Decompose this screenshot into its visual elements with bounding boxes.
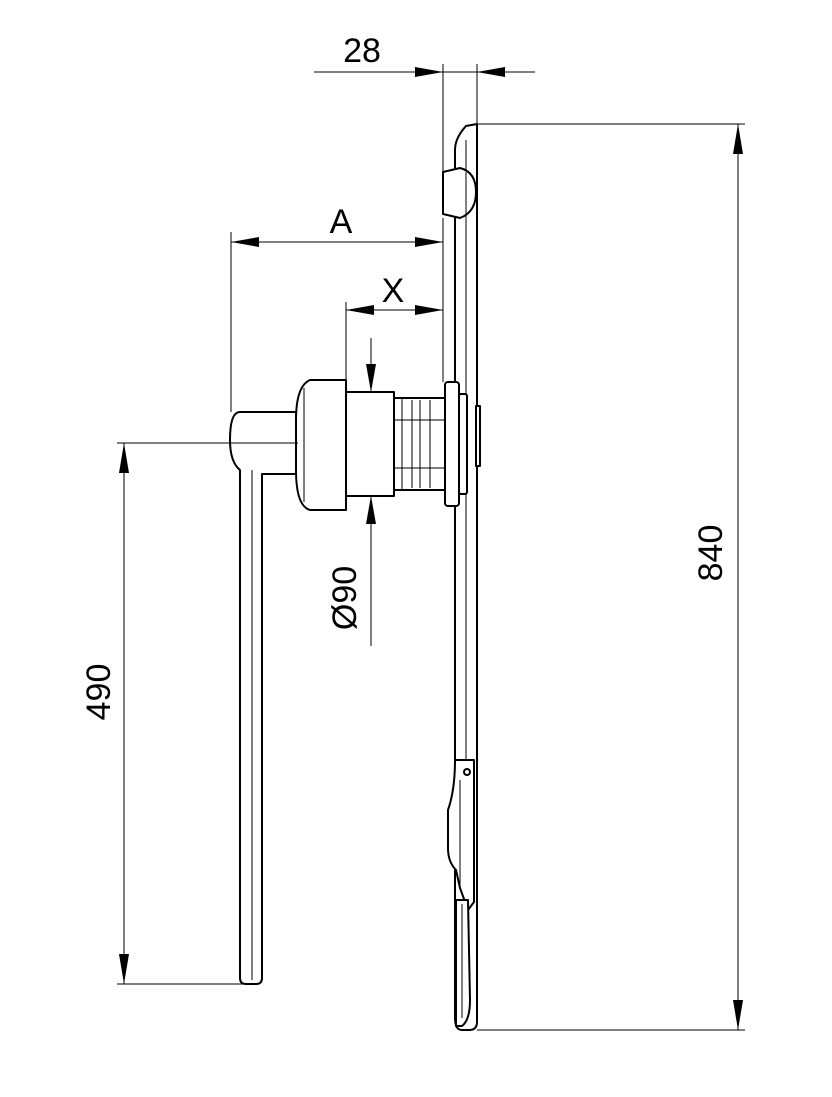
dimension-top-width: 28 [314,32,535,172]
hub-assembly [295,379,481,511]
dimension-diameter: Ø90 [326,338,376,646]
dimension-top-width-label: 28 [343,32,381,70]
handle-lever [229,411,297,985]
dimension-offset-a: A [230,203,444,412]
dimension-handle-length: 490 [80,442,298,985]
dimension-offset-x: X [345,272,443,392]
dimension-offset-x-label: X [382,272,405,310]
dimension-diameter-label: Ø90 [326,566,364,630]
dimension-offset-a-label: A [330,203,353,241]
top-lug [442,167,477,219]
bottom-latch [447,759,475,1027]
dimension-total-height-label: 840 [692,525,730,582]
dimension-handle-length-label: 490 [80,664,118,721]
dimension-total-height: 840 [477,123,745,1031]
